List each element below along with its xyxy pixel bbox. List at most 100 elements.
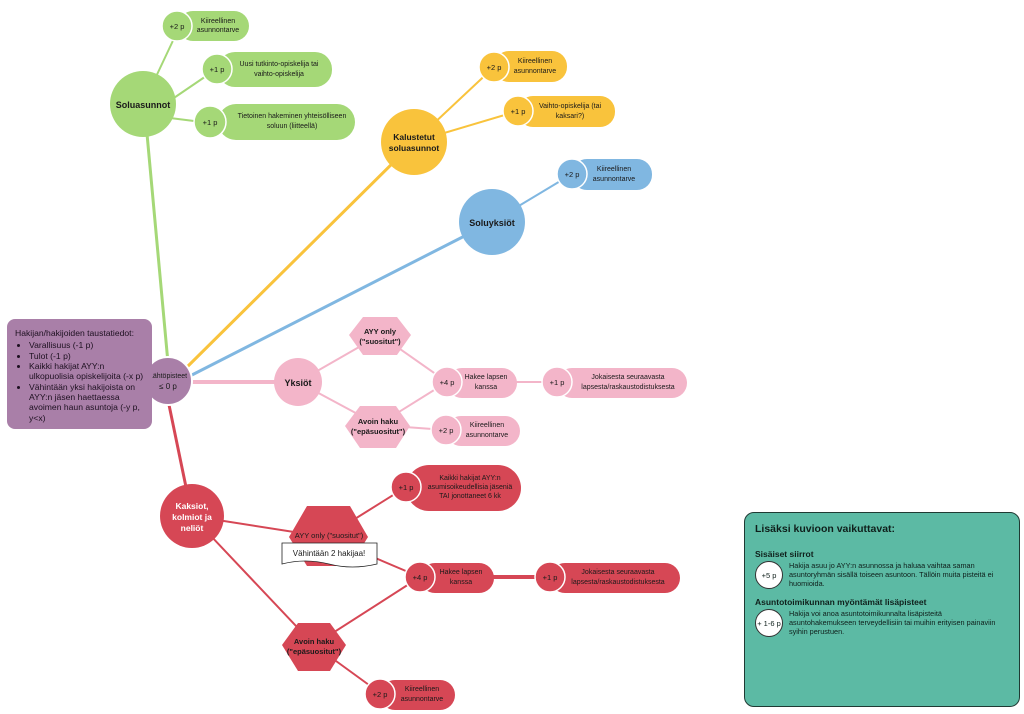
leaf-box	[494, 51, 567, 82]
hexagon-label: ("epäsuositut")	[351, 427, 406, 436]
leaf-label: lapsesta/raskaustodistuksesta	[581, 384, 674, 391]
node-kaksiot-label: kolmiot ja	[172, 512, 212, 522]
leaf-box	[218, 52, 332, 87]
start-node-value: ≤ 0 p	[159, 382, 177, 391]
leaf-box	[178, 11, 249, 41]
leaf-label: soluun (liitteellä)	[267, 123, 318, 130]
leaf-label: Kiireellinen	[405, 686, 439, 693]
leaf-label: Kiireellinen	[201, 18, 235, 25]
background-box-title: Hakijan/hakijoiden taustatiedot:	[15, 328, 134, 338]
branch-yksiot: Yksiöt AYY only ("suositut") Avoin haku …	[274, 317, 687, 448]
points-badge	[193, 105, 227, 139]
points-badge	[541, 366, 573, 398]
node-kalustetut	[381, 109, 447, 175]
legend-badge: +5 p	[755, 561, 783, 589]
points-label: +2 p	[170, 22, 185, 31]
node-soluasunnot	[110, 71, 176, 137]
leaf-label: TAI jonottaneet 6 kk	[439, 493, 501, 500]
points-badge	[404, 561, 436, 593]
legend-section-title: Asuntotoimikunnan myöntämät lisäpisteet	[755, 597, 927, 607]
node-yksiot	[274, 358, 322, 406]
points-badge	[364, 678, 396, 710]
points-label: +2 p	[487, 63, 502, 72]
points-label: +1 p	[203, 118, 218, 127]
hexagon-open-search	[345, 406, 410, 448]
start-node-label: Lähtöpisteet	[149, 373, 187, 380]
node-kaksiot	[160, 484, 224, 548]
node-soluyksiot	[459, 189, 525, 255]
node-kalustetut-label: Kalustetut	[393, 132, 435, 142]
leaf-box	[218, 104, 355, 140]
list-item: Tulot (-1 p)	[29, 351, 144, 361]
branch-kaksiot: Kaksiot, kolmiot ja neliöt AYY only ("su…	[160, 465, 680, 710]
leaf-box	[518, 96, 615, 127]
leaf-label: asunnontarve	[514, 68, 557, 75]
leaf-label: asunnontarve	[593, 176, 636, 183]
leaf-label: Vaihto-opiskelija (tai	[539, 103, 602, 110]
points-badge	[390, 471, 422, 503]
list-item: Varallisuus (-1 p)	[29, 340, 144, 350]
leaf-label: lapsesta/raskaustodistuksesta	[571, 579, 664, 586]
node-kalustetut-label: soluasunnot	[389, 143, 440, 153]
leaf-label: Kiireellinen	[518, 58, 552, 65]
branch-kalustetut-soluasunnot: Kalustetut soluasunnot +2 p Kiireellinen…	[381, 51, 615, 175]
leaf-box	[557, 368, 687, 398]
points-label: +1 p	[543, 573, 558, 582]
legend-box: Lisäksi kuvioon vaikuttavat: Sisäiset si…	[744, 512, 1020, 707]
leaf-label: asunnontarve	[466, 432, 509, 439]
points-label: +1 p	[550, 378, 565, 387]
start-node-group: Lähtöpisteet ≤ 0 p	[143, 356, 193, 406]
leaf-label: kanssa	[475, 384, 497, 391]
legend-title: Lisäksi kuvioon vaikuttavat:	[755, 523, 896, 535]
hexagon-ayy-only	[349, 317, 411, 355]
points-badge	[556, 158, 588, 190]
points-badge	[430, 414, 462, 446]
leaf-box	[446, 416, 520, 446]
points-label: +1 p	[511, 107, 526, 116]
legend-section-title: Sisäiset siirrot	[755, 549, 814, 559]
leaf-label: Jokaisesta seuraavasta	[591, 374, 664, 381]
leaf-label: vaihto-opiskelija	[254, 71, 304, 78]
points-label: +4 p	[413, 573, 428, 582]
branch-soluasunnot: Soluasunnot +2 p Kiireellinen asunnontar…	[110, 10, 355, 140]
leaf-box	[550, 563, 680, 593]
hexagon-label: ("epäsuositut")	[287, 647, 342, 656]
leaf-label: Kiireellinen	[470, 422, 504, 429]
node-kaksiot-label: neliöt	[181, 523, 204, 533]
hexagon-open-search	[282, 623, 346, 671]
leaf-label: Kaikki hakijat AYY:n	[439, 475, 500, 482]
leaf-label: kaksari?)	[556, 113, 584, 120]
points-badge	[478, 51, 510, 83]
leaf-box	[380, 680, 455, 710]
points-label: +4 p	[440, 378, 455, 387]
points-badge	[201, 53, 233, 85]
applicant-background-box: Hakijan/hakijoiden taustatiedot: Varalli…	[7, 319, 152, 429]
points-label: +1 p	[210, 65, 225, 74]
points-label: +2 p	[439, 426, 454, 435]
hexagon-label: Avoin haku	[294, 637, 335, 646]
leaf-label: Uusi tutkinto-opiskelija tai	[240, 61, 319, 68]
legend-badge: + 1-6 p	[755, 609, 783, 637]
list-item: Vähintään yksi hakijoista on AYY:n jäsen…	[29, 382, 144, 423]
leaf-label: Hakee lapsen	[440, 569, 483, 576]
leaf-label: asunnontarve	[197, 27, 240, 34]
points-label: +1 p	[399, 483, 414, 492]
leaf-label: asunnontarve	[401, 696, 444, 703]
leaf-label: Kiireellinen	[597, 166, 631, 173]
node-soluyksiot-label: Soluyksiöt	[469, 218, 515, 228]
points-label: +2 p	[565, 170, 580, 179]
leaf-label: asumisoikeudellisia jäseniä	[428, 484, 513, 491]
legend-text: Hakija voi anoa asuntotoimikunnalta lisä…	[789, 609, 996, 637]
leaf-label: Jokaisesta seuraavasta	[581, 569, 654, 576]
legend-row: +5 p Hakija asuu jo AYY:n asunnossa ja h…	[755, 561, 1009, 589]
hexagon-label: ("suositut")	[359, 337, 401, 346]
leaf-box	[447, 368, 517, 398]
hexagon-label: AYY only	[364, 327, 397, 336]
leaf-label: Tietoinen hakeminen yhteisölliseen	[238, 113, 347, 120]
background-box-list: Varallisuus (-1 p) Tulot (-1 p) Kaikki h…	[15, 340, 144, 423]
points-badge	[431, 366, 463, 398]
hexagon-label: AYY only ("suositut")	[295, 531, 364, 540]
leaf-box	[420, 563, 494, 593]
node-yksiot-label: Yksiöt	[284, 378, 311, 388]
